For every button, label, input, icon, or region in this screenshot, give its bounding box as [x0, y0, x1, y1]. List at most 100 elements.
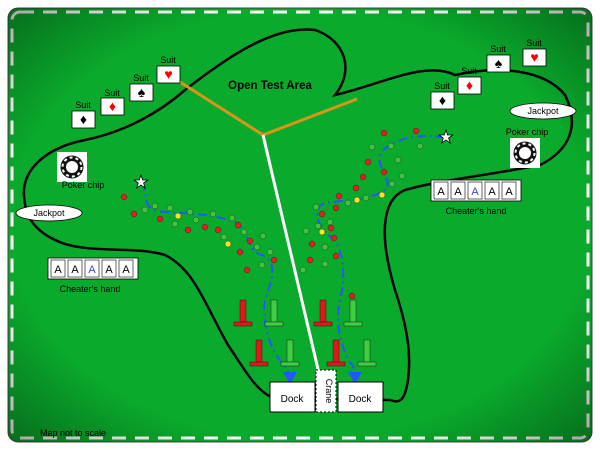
marker-dot: [321, 260, 329, 268]
suit-label: Suit: [75, 100, 91, 110]
playing-card: [450, 181, 466, 200]
card-letter: A: [71, 264, 79, 276]
left-suits: Suit ♦ Suit ♦ Suit ♠ Suit ♥: [71, 55, 181, 129]
marker-dot: [380, 129, 388, 137]
suit-label: Suit: [434, 81, 450, 91]
marker-dot: [353, 196, 361, 204]
marker-dot: [332, 252, 340, 260]
dock-left: Dock: [269, 381, 316, 413]
poker-chip-right: Poker chip: [506, 127, 548, 168]
marker-dot: [352, 184, 360, 192]
suit-label: Suit: [490, 44, 506, 54]
marker-dot: [201, 223, 209, 231]
marker-dot: [394, 156, 402, 164]
marker-dot: [171, 220, 179, 228]
pillars: [233, 299, 377, 367]
jackpot-label: Jackpot: [527, 106, 559, 116]
suit-tile: Suit ♦: [100, 88, 125, 116]
suit-tile: Suit ♠: [129, 73, 154, 102]
pillar-icon: [326, 339, 346, 367]
marker-dot: [184, 226, 192, 234]
card-letter: A: [505, 186, 513, 198]
heart-suit-icon: ♥: [530, 49, 538, 65]
suit-label: Suit: [461, 66, 477, 76]
playing-card: [67, 259, 83, 278]
marker-dot: [234, 221, 242, 229]
marker-dot: [387, 142, 395, 150]
left-route: [141, 181, 291, 379]
marker-dot: [330, 234, 338, 242]
marker-dot: [174, 212, 182, 220]
pillar-icon: [313, 299, 333, 327]
marker-dot: [332, 204, 340, 212]
star-icon: ★: [133, 172, 149, 192]
card-letter: A: [122, 264, 130, 276]
playing-card: [50, 259, 66, 278]
jackpot-left: Jackpot: [15, 204, 83, 222]
crane: Crane: [315, 369, 337, 413]
jackpot-cloud-icon: [509, 102, 577, 120]
card-letter: A: [54, 264, 62, 276]
playing-card: [501, 181, 517, 200]
page-title: Open Test Area: [228, 80, 312, 92]
cheaters-hand-label: Cheater's hand: [446, 206, 507, 216]
arena-boundary: [22, 28, 574, 403]
crane-label: Crane: [324, 379, 334, 404]
marker-dot: [259, 232, 267, 240]
marker-dot: [335, 192, 343, 200]
marker-dot: [186, 208, 194, 216]
marker-dot: [398, 172, 406, 180]
marker-dot: [308, 240, 316, 248]
suit-label: Suit: [104, 88, 120, 98]
marker-dot: [220, 233, 228, 241]
marker-dot: [348, 292, 356, 300]
marker-dot: [209, 210, 217, 218]
marker-dot: [368, 143, 376, 151]
card-letter: A: [88, 264, 96, 276]
playing-card: [433, 181, 449, 200]
marker-dot: [306, 256, 314, 264]
marker-dot: [130, 210, 138, 218]
suit-label: Suit: [160, 55, 176, 65]
suit-tile: Suit ♦: [430, 81, 455, 110]
card-letter: A: [105, 264, 113, 276]
marker-dots: [120, 127, 424, 300]
dashed-routes: [141, 134, 446, 379]
marker-dot: [388, 180, 396, 188]
pillar-icon: [233, 299, 253, 327]
right-suits: Suit ♦ Suit ♦ Suit ♠ Suit ♥: [430, 38, 547, 110]
suit-tile: Suit ♠: [486, 44, 511, 73]
pillar-icon: [280, 339, 300, 367]
star-icon: ★: [438, 127, 454, 147]
marker-dot: [327, 224, 335, 232]
diamond-suit-icon: ♦: [439, 92, 446, 108]
card-letter: A: [437, 186, 445, 198]
marker-dot: [312, 203, 320, 211]
card-letter: A: [471, 186, 479, 198]
playing-card: [101, 259, 117, 278]
pillar-icon: [264, 299, 284, 327]
marker-dot: [253, 243, 261, 251]
marker-dot: [243, 266, 251, 274]
right-route-arrow: [348, 372, 362, 384]
playing-card: [84, 259, 100, 278]
marker-dot: [318, 228, 326, 236]
poker-chip-left: Poker chip: [57, 152, 104, 190]
playing-card: [484, 181, 500, 200]
card-letter: A: [488, 186, 496, 198]
card-letter: A: [454, 186, 462, 198]
footnote: Map not to scale: [40, 428, 106, 438]
center-divider: [261, 134, 323, 383]
marker-dot: [362, 194, 370, 202]
suit-label: Suit: [133, 73, 149, 83]
marker-dot: [192, 216, 200, 224]
playing-card: [467, 181, 483, 200]
marker-dot: [364, 158, 372, 166]
right-route: [316, 134, 446, 379]
pillar-icon: [343, 299, 363, 327]
suit-tile: Suit ♦: [71, 100, 96, 129]
marker-dot: [166, 204, 174, 212]
field-vignette: [8, 8, 592, 442]
